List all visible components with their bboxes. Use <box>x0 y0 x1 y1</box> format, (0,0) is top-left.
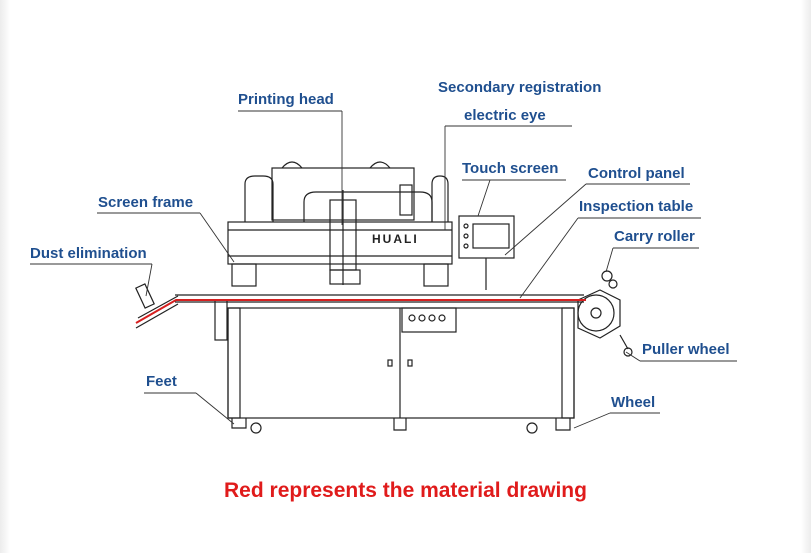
machine-outline <box>135 161 633 434</box>
label-electric-eye: electric eye <box>464 107 546 124</box>
label-dust-elimination: Dust elimination <box>30 245 147 262</box>
wheel-left <box>250 422 262 434</box>
top-cylinder <box>303 191 433 222</box>
tank-knob-left <box>281 161 303 169</box>
wheel-right <box>526 422 538 434</box>
label-secondary-registration: Secondary registration <box>438 79 602 96</box>
machine-brand-text: HUALI <box>372 232 419 246</box>
touch-screen-display <box>472 223 510 249</box>
label-puller-wheel: Puller wheel <box>642 341 730 358</box>
control-panel-box <box>401 307 457 333</box>
caption: Red represents the material drawing <box>224 479 587 502</box>
leader-lines <box>30 110 737 429</box>
label-inspection-table: Inspection table <box>579 198 694 215</box>
label-screen-frame: Screen frame <box>98 194 194 211</box>
label-wheel: Wheel <box>611 394 656 411</box>
screen-frame-clamp-right <box>423 263 449 287</box>
label-feet: Feet <box>146 373 177 390</box>
label-printing-head: Printing head <box>238 91 334 108</box>
carry-roller <box>601 270 613 282</box>
material-path <box>135 299 586 324</box>
label-control-panel: Control panel <box>588 165 685 182</box>
right-cylinder <box>431 175 449 222</box>
foot-middle <box>393 418 407 431</box>
material-line <box>135 299 586 324</box>
foot-left <box>231 418 247 429</box>
tank-knob-right <box>369 161 391 169</box>
tank-side-bracket <box>399 184 413 216</box>
left-shadow-border <box>0 0 10 553</box>
label-touch-screen: Touch screen <box>462 160 559 177</box>
right-shadow-border <box>801 0 811 553</box>
dust-elim-brush <box>135 283 155 309</box>
machine-body <box>227 307 575 419</box>
print-carriage <box>227 221 453 265</box>
left-cylinder <box>244 175 274 222</box>
label-carry-roller: Carry roller <box>614 228 695 245</box>
screen-frame-clamp-left <box>231 263 257 287</box>
foot-right <box>555 418 571 431</box>
